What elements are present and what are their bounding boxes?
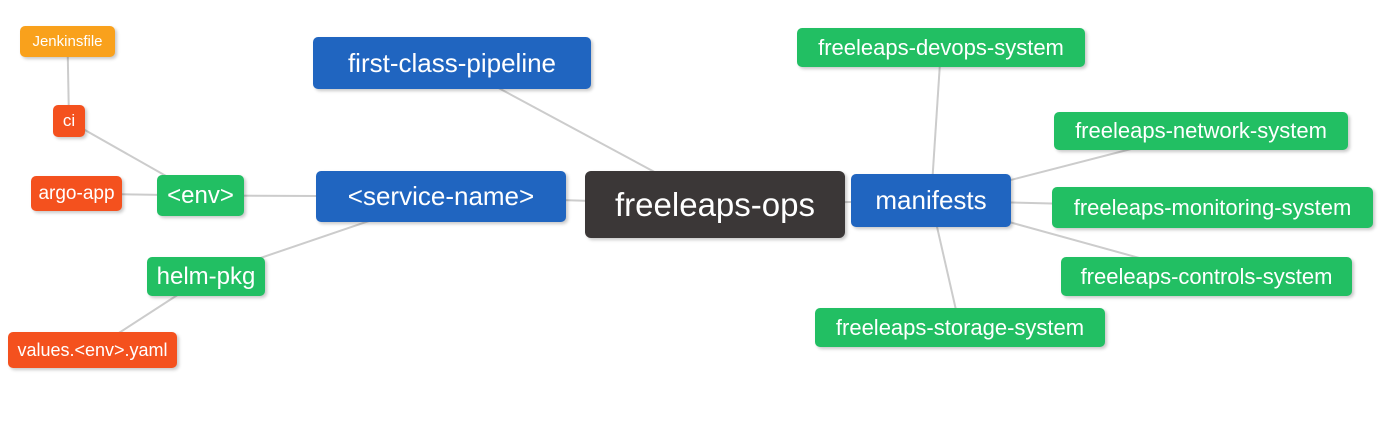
node-values-env-yaml[interactable]: values.<env>.yaml bbox=[8, 332, 177, 368]
node-freeleaps-devops-system[interactable]: freeleaps-devops-system bbox=[797, 28, 1085, 67]
node-jenkinsfile[interactable]: Jenkinsfile bbox=[20, 26, 115, 57]
node-label: argo-app bbox=[38, 182, 115, 204]
node-label: Jenkinsfile bbox=[32, 33, 103, 50]
node-label: ci bbox=[62, 111, 76, 130]
node-label: freeleaps-network-system bbox=[1075, 118, 1327, 143]
node-first-class-pipeline[interactable]: first-class-pipeline bbox=[313, 37, 591, 89]
node-freeleaps-network-system[interactable]: freeleaps-network-system bbox=[1054, 112, 1348, 150]
node-freeleaps-ops-root[interactable]: freeleaps-ops bbox=[585, 171, 845, 238]
node-label: <service-name> bbox=[347, 181, 535, 211]
node-label: helm-pkg bbox=[156, 262, 256, 290]
node-freeleaps-controls-system[interactable]: freeleaps-controls-system bbox=[1061, 257, 1352, 296]
node-label: first-class-pipeline bbox=[347, 47, 557, 78]
node-service-name[interactable]: <service-name> bbox=[316, 171, 566, 222]
node-freeleaps-storage-system[interactable]: freeleaps-storage-system bbox=[815, 308, 1105, 347]
node-label: freeleaps-controls-system bbox=[1080, 263, 1333, 289]
node-label: values.<env>.yaml bbox=[17, 339, 168, 360]
node-env[interactable]: <env> bbox=[157, 175, 244, 216]
node-helm-pkg[interactable]: helm-pkg bbox=[147, 257, 265, 296]
node-label: manifests bbox=[875, 185, 987, 215]
node-label: freeleaps-ops bbox=[615, 185, 815, 223]
node-label: <env> bbox=[167, 181, 234, 209]
node-label: freeleaps-storage-system bbox=[835, 314, 1085, 340]
node-label: freeleaps-monitoring-system bbox=[1073, 194, 1352, 220]
node-argo-app[interactable]: argo-app bbox=[31, 176, 122, 211]
node-ci[interactable]: ci bbox=[53, 105, 85, 137]
node-manifests[interactable]: manifests bbox=[851, 174, 1011, 227]
node-label: freeleaps-devops-system bbox=[818, 34, 1064, 60]
node-freeleaps-monitoring-system[interactable]: freeleaps-monitoring-system bbox=[1052, 187, 1373, 228]
